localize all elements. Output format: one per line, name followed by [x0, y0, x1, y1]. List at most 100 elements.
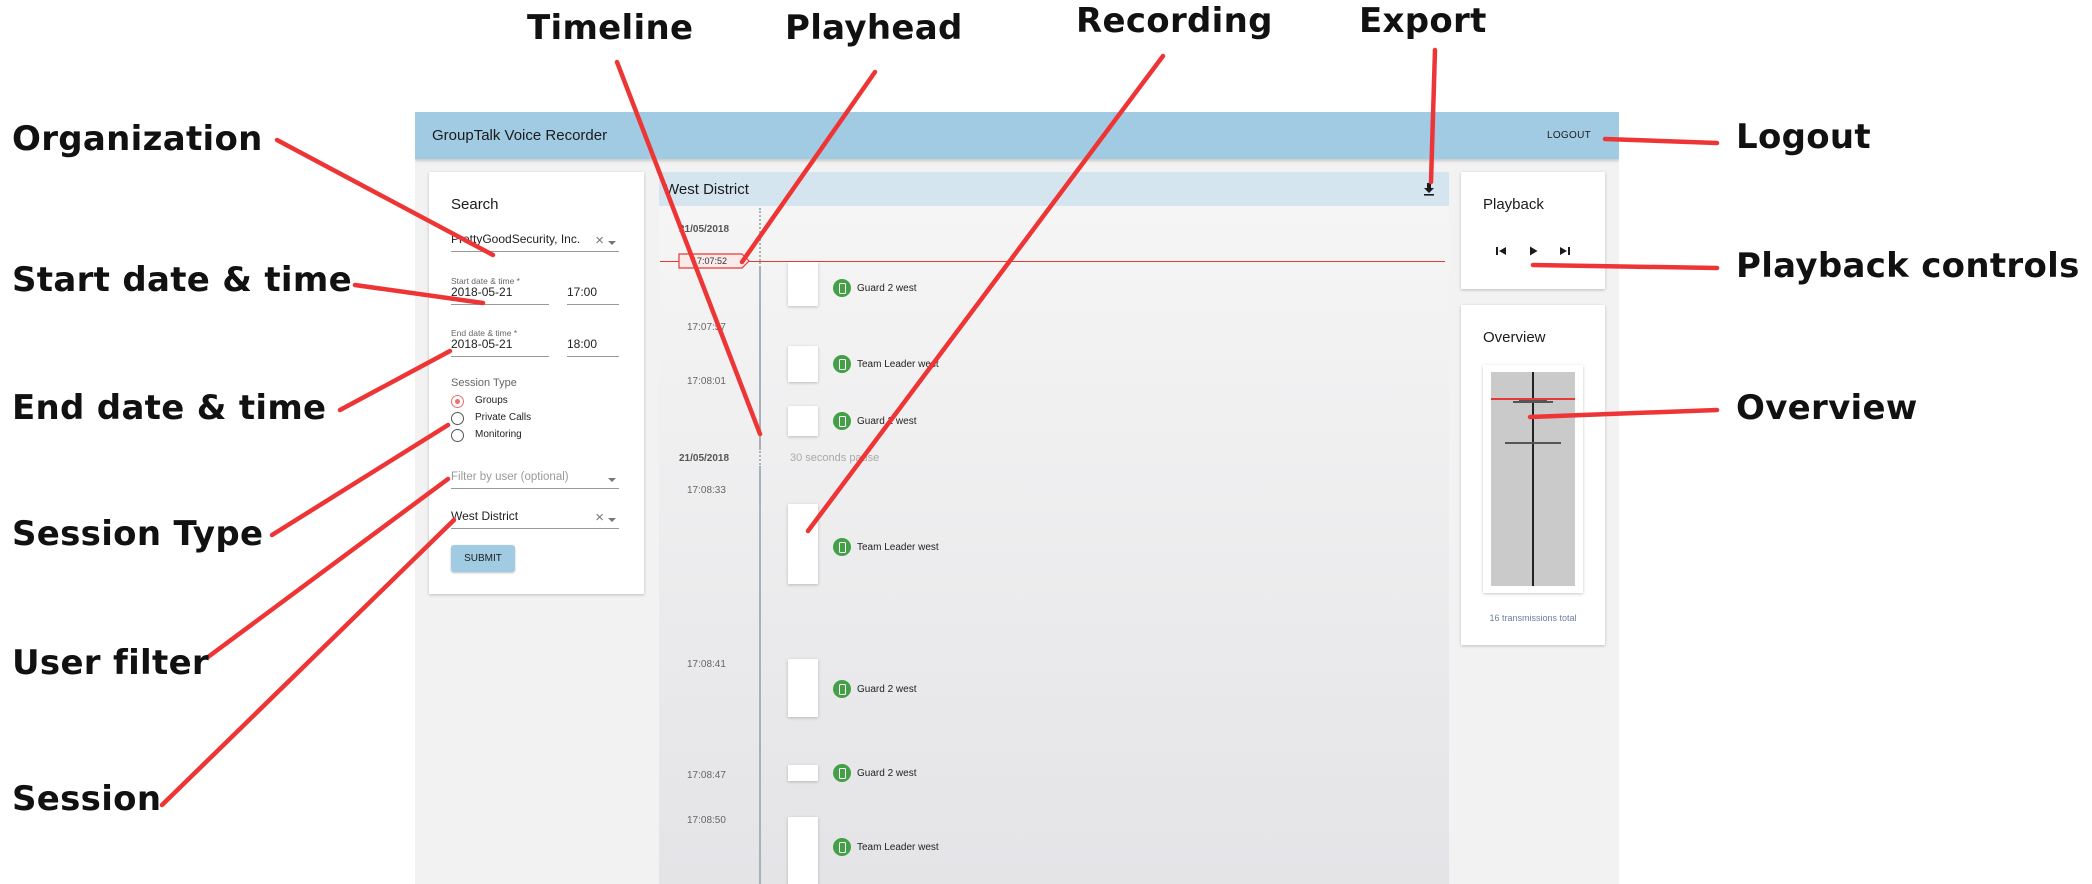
submit-button[interactable]: SUBMIT: [451, 545, 515, 572]
overview-mark: [1513, 401, 1553, 403]
overview-track: [1491, 372, 1575, 586]
recording-block[interactable]: [788, 659, 818, 717]
session-type-label: Session Type: [451, 377, 517, 389]
end-date-input[interactable]: 2018-05-21: [451, 337, 549, 357]
recording-time: 17:08:41: [687, 659, 726, 670]
end-time-value: 18:00: [567, 337, 598, 351]
overview-axis: [1532, 372, 1534, 586]
recording-time: 17:08:47: [687, 770, 726, 781]
start-time-value: 17:00: [567, 285, 598, 299]
recording-time: 17:08:01: [687, 376, 726, 387]
overview-playhead: [1491, 398, 1575, 400]
radio-private-calls[interactable]: Private Calls: [451, 411, 571, 427]
start-time-input[interactable]: 17:00: [567, 285, 619, 305]
callout-playback-controls: Playback controls: [1736, 246, 2080, 286]
radio-indicator[interactable]: [451, 395, 464, 408]
radio-label: Private Calls: [475, 412, 532, 423]
recording-block[interactable]: [788, 406, 818, 436]
overview-minimap[interactable]: [1483, 365, 1583, 593]
recording-time: 17:08:50: [687, 815, 726, 826]
session-title: West District: [665, 181, 749, 198]
timeline-pause-gap: [759, 448, 761, 468]
play-icon[interactable]: [1526, 244, 1540, 258]
playhead-line[interactable]: [660, 261, 1445, 262]
app-bar: GroupTalk Voice Recorder LOGOUT: [415, 112, 1619, 159]
radio-monitoring[interactable]: Monitoring: [451, 428, 571, 444]
playback-title: Playback: [1483, 196, 1544, 213]
user-filter-select[interactable]: Filter by user (optional): [451, 467, 619, 489]
callout-organization: Organization: [12, 119, 263, 159]
recording-block[interactable]: [788, 262, 818, 306]
clear-icon[interactable]: ×: [595, 232, 604, 249]
overview-mark: [1519, 399, 1547, 401]
radio-groups[interactable]: Groups: [451, 394, 571, 410]
overview-mark: [1505, 442, 1561, 444]
timeline-dotted-segment: [759, 208, 761, 264]
recording-user-name: Guard 2 west: [857, 283, 917, 294]
callout-recording: Recording: [1076, 1, 1273, 41]
callout-timeline: Timeline: [527, 8, 694, 48]
session-select[interactable]: West District ×: [451, 507, 619, 529]
callout-overview: Overview: [1736, 388, 1918, 428]
chevron-down-icon[interactable]: [608, 241, 616, 245]
app-title: GroupTalk Voice Recorder: [432, 127, 608, 144]
chevron-down-icon[interactable]: [608, 478, 616, 482]
radio-indicator[interactable]: [451, 429, 464, 442]
end-date-label: End date & time *: [451, 328, 518, 338]
recording-user-name: Team Leader west: [857, 842, 939, 853]
start-date-value: 2018-05-21: [451, 285, 513, 299]
radio-label: Groups: [475, 395, 508, 406]
session-value: West District: [451, 509, 519, 523]
timeline-date: 21/05/2018: [679, 224, 730, 235]
callout-start: Start date & time: [12, 260, 352, 300]
timeline-axis[interactable]: [759, 266, 761, 884]
phone-icon: [833, 538, 851, 556]
overview-title: Overview: [1483, 329, 1546, 346]
skip-next-icon[interactable]: [1558, 244, 1572, 258]
recording-user-name: Team Leader west: [857, 542, 939, 553]
logout-button[interactable]: LOGOUT: [1546, 130, 1591, 141]
skip-previous-icon[interactable]: [1494, 244, 1508, 258]
callout-user-filter: User filter: [12, 643, 209, 683]
overview-panel: Overview 16 transmissions total: [1461, 305, 1605, 645]
recording-user-name: Guard 2 west: [857, 768, 917, 779]
phone-icon: [833, 838, 851, 856]
timeline-date: 21/05/2018: [679, 453, 730, 464]
transmissions-total: 16 transmissions total: [1489, 613, 1577, 623]
callout-logout: Logout: [1736, 117, 1871, 157]
recording-block[interactable]: [788, 765, 818, 781]
start-date-input[interactable]: 2018-05-21: [451, 285, 549, 305]
recording-user-name: Team Leader west: [857, 359, 939, 370]
radio-label: Monitoring: [475, 429, 522, 440]
pause-text: 30 seconds pause: [790, 452, 880, 464]
callout-session: Session: [12, 779, 162, 819]
end-time-input[interactable]: 18:00: [567, 337, 619, 357]
phone-icon: [833, 279, 851, 297]
download-icon[interactable]: [1421, 181, 1437, 197]
phone-icon: [833, 680, 851, 698]
session-header: West District: [659, 172, 1449, 206]
organization-select[interactable]: PrettyGoodSecurity, Inc. ×: [451, 230, 619, 252]
app-window: GroupTalk Voice Recorder LOGOUT Search P…: [415, 112, 1619, 884]
timeline-panel: West District 21/05/2018 Guard 2 west 17…: [659, 172, 1449, 884]
callout-session-type: Session Type: [12, 514, 264, 554]
callout-playhead: Playhead: [785, 8, 963, 48]
chevron-down-icon[interactable]: [608, 518, 616, 522]
organization-value: PrettyGoodSecurity, Inc.: [451, 232, 581, 246]
callout-export: Export: [1359, 1, 1487, 41]
phone-icon: [833, 355, 851, 373]
phone-icon: [833, 764, 851, 782]
recording-user-name: Guard 2 west: [857, 684, 917, 695]
clear-icon[interactable]: ×: [595, 509, 604, 526]
radio-indicator[interactable]: [451, 412, 464, 425]
end-date-value: 2018-05-21: [451, 337, 513, 351]
playback-panel: Playback: [1461, 172, 1605, 289]
start-date-label: Start date & time *: [451, 276, 520, 286]
recording-block[interactable]: [788, 504, 818, 584]
playhead-time: 17:07:52: [692, 256, 728, 266]
recording-time: 17:07:57: [687, 322, 726, 333]
recording-time: 17:08:33: [687, 485, 726, 496]
recording-block[interactable]: [788, 817, 818, 884]
recording-block[interactable]: [788, 346, 818, 382]
